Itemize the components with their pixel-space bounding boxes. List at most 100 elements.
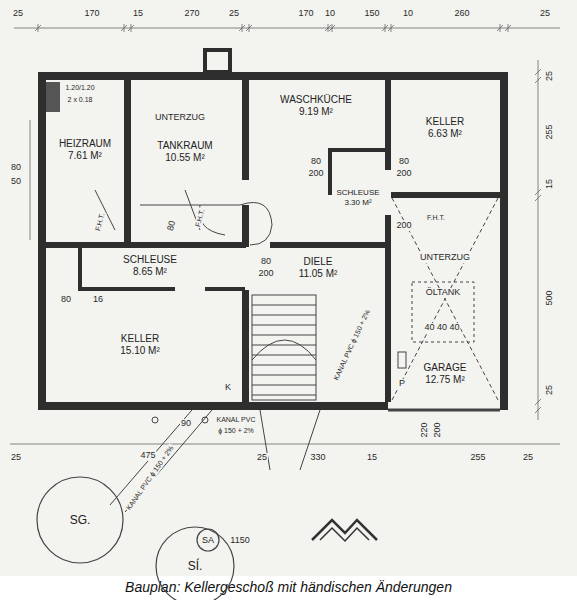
annotation: ÖLTANK [425, 288, 462, 298]
dimension-tick [535, 189, 541, 195]
annotation: K [224, 383, 232, 393]
room-name: SCHLEUSE [336, 188, 379, 198]
annotation: F.H.T. [426, 214, 446, 222]
dimension-tick [535, 195, 541, 201]
stair-step [252, 385, 316, 386]
dimension: 330 [309, 453, 326, 463]
annotation: F.H.T. [94, 211, 107, 232]
stair-step [252, 345, 316, 346]
room-area: 9.19 M² [280, 106, 352, 118]
dimension-tick [505, 25, 511, 31]
annotation: 2 x 0.18 [67, 96, 94, 104]
dimension-tick [508, 24, 509, 32]
dimension: 25 [12, 9, 24, 19]
room-area: 8.65 M² [123, 266, 177, 278]
dimension: 15 [132, 9, 144, 19]
annotation: 200 [395, 169, 412, 179]
dimension-tick [35, 25, 41, 31]
room-area: 7.61 M² [59, 150, 111, 162]
dimension-tick [535, 407, 541, 413]
dimension: 255 [545, 123, 555, 140]
room-name: SCHLEUSE [123, 254, 177, 266]
stair-step [252, 335, 316, 336]
annotation: UNTERZUG [154, 113, 206, 123]
room-name: KELLER [120, 333, 159, 345]
room-name: SG. [70, 513, 91, 527]
dimension: 25 [10, 453, 22, 463]
dimension-lines [10, 24, 560, 444]
stair-step [252, 375, 316, 376]
dimension: 270 [183, 9, 200, 19]
dimension-tick [242, 24, 243, 32]
room-name: KELLER [426, 116, 464, 128]
room-name: SA [202, 535, 214, 546]
stair-step [252, 315, 316, 316]
room-area: 10.55 M² [157, 152, 212, 164]
site-circle: SA [196, 528, 220, 552]
dimension: 500 [545, 289, 555, 306]
dimension: 150 [363, 9, 380, 19]
annotation: P [398, 379, 406, 389]
room-label: DIELE11.05 M² [296, 255, 341, 281]
dimension: 25 [256, 453, 268, 463]
dimension-tick [249, 24, 250, 32]
dimension: 15 [366, 453, 378, 463]
dimension: 80 [10, 163, 22, 173]
room-label: WASCHKÜCHE9.19 M² [277, 93, 355, 119]
annotation: 90 [180, 419, 192, 429]
room-name: WASCHKÜCHE [280, 94, 352, 106]
dimension-tick [385, 24, 386, 32]
annotation: UNTERZUG [419, 253, 471, 263]
dimension-tick [382, 25, 388, 31]
dimension: 220 [420, 421, 430, 438]
room-area: 6.63 M² [426, 128, 464, 140]
annotation: KANAL PVC [215, 416, 256, 424]
dimension: 260 [453, 9, 470, 19]
annotation: 1.20/1.20 [64, 84, 95, 92]
dimension: 10 [324, 9, 336, 19]
dimension: 25 [522, 453, 534, 463]
stair-step [252, 355, 316, 356]
annotation: 40 40 40 [423, 323, 460, 333]
sketch-lines [95, 190, 500, 541]
annotation: 16 [92, 295, 104, 305]
room-name: SÍ. [188, 559, 203, 573]
dimension: 25 [545, 70, 555, 82]
site-circle: SG. [36, 476, 124, 564]
room-label: TANKRAUM10.55 M² [154, 139, 215, 165]
annotation: 200 [395, 221, 412, 231]
room-label: KELLER15.10 M² [117, 332, 162, 358]
annotation: 200 [307, 169, 324, 179]
dimension-tick [131, 24, 132, 32]
dimension-tick [535, 69, 541, 75]
dimension-tick [500, 24, 501, 32]
dimension-tick [388, 25, 394, 31]
dimension-tick [121, 25, 127, 31]
annotation: 80 [398, 157, 410, 167]
dimension-tick [38, 24, 39, 32]
annotation: 80 [260, 257, 272, 267]
annotation: 80 [310, 157, 322, 167]
room-area: 12.75 M² [424, 374, 467, 386]
dimension-tick [124, 24, 125, 32]
room-label: KELLER6.63 M² [423, 115, 467, 141]
room-name: DIELE [299, 256, 338, 268]
dimension-tick [246, 25, 252, 31]
caption: Bauplan: Kellergeschoß mit händischen Än… [0, 576, 577, 600]
dimension: 200 [433, 421, 443, 438]
annotation: 80 [60, 295, 72, 305]
dimension: 1150 [229, 536, 250, 546]
dimension: 475 [139, 451, 156, 461]
dimension-tick [535, 399, 541, 405]
stair-step [252, 305, 316, 306]
stair-step [252, 395, 316, 396]
dimension: 255 [469, 453, 486, 463]
dimension-tick [497, 25, 503, 31]
room-area: 15.10 M² [120, 345, 159, 357]
room-name: TANKRAUM [157, 140, 212, 152]
dimension-tick [328, 24, 329, 32]
room-area: 3.30 M² [336, 198, 379, 208]
dimension-tick [329, 25, 335, 31]
annotation: 80 [166, 219, 179, 233]
dimension: 50 [10, 177, 22, 187]
